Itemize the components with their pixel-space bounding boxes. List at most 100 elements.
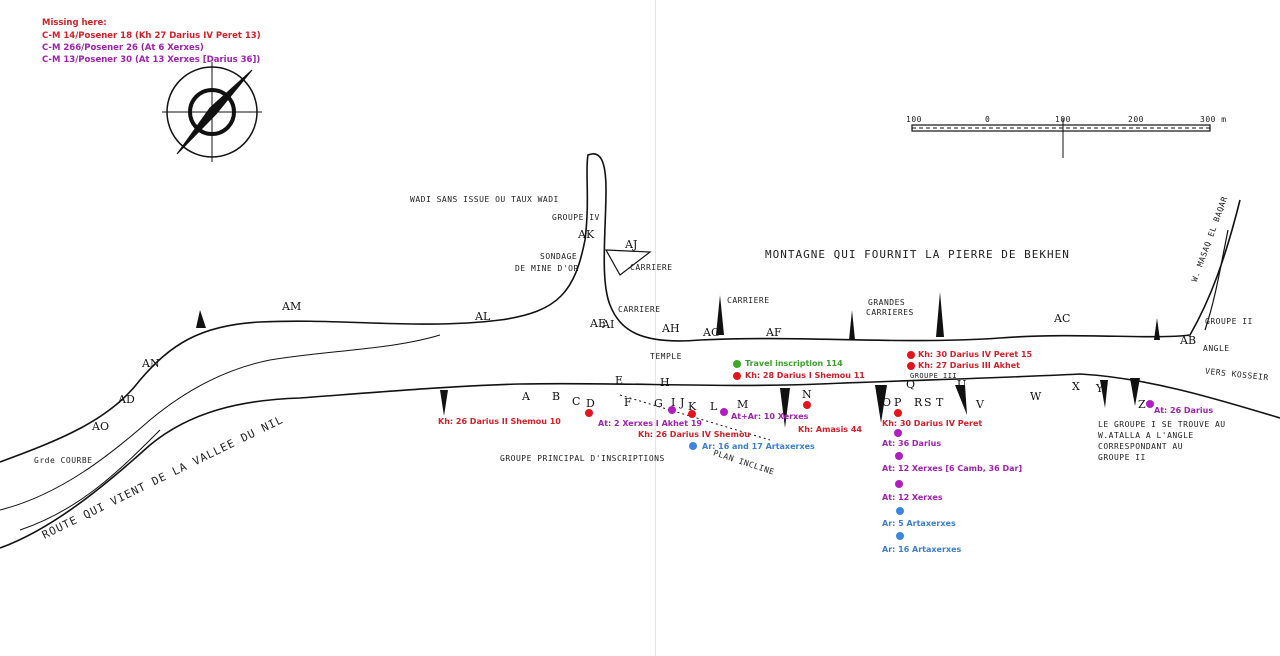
inscription-label: At: 12 Xerxes bbox=[882, 493, 943, 502]
site-letter: J bbox=[680, 396, 685, 409]
scale-tick: 100 bbox=[1055, 115, 1071, 124]
site-letter: F bbox=[624, 396, 632, 409]
inscription-label: At: 36 Darius bbox=[882, 439, 942, 448]
site-letter: O bbox=[882, 396, 892, 409]
inscription-marker bbox=[668, 406, 676, 414]
inscription-label: Kh: 26 Darius II Shemou 10 bbox=[438, 417, 561, 426]
label-sondage: SONDAGE bbox=[540, 252, 578, 261]
site-letter: C bbox=[572, 395, 581, 408]
road-line bbox=[0, 334, 441, 511]
missing-note-item: C-M 266/Posener 26 (At 6 Xerxes) bbox=[42, 43, 204, 53]
label-groupe-ii: GROUPE II bbox=[1205, 317, 1253, 326]
site-letter: AO bbox=[92, 420, 109, 433]
inscription-marker bbox=[733, 372, 741, 380]
site-letter: T bbox=[936, 396, 944, 409]
inscription-marker bbox=[896, 507, 904, 515]
label-temple: TEMPLE bbox=[650, 352, 682, 361]
inscription-marker bbox=[896, 532, 904, 540]
inscription-label: Kh: 30 Darius IV Peret 15 bbox=[918, 350, 1033, 359]
site-letter: P bbox=[894, 396, 902, 409]
inscription-label: Ar: 16 Artaxerxes bbox=[882, 545, 962, 554]
inscription-marker bbox=[907, 351, 915, 359]
site-letter: AD bbox=[118, 393, 135, 406]
south-bank bbox=[0, 373, 1280, 549]
scale-tick: 100 bbox=[906, 115, 922, 124]
site-letter: AL bbox=[475, 310, 491, 323]
inscription-marker bbox=[907, 362, 915, 370]
site-letter: Z bbox=[1138, 398, 1146, 411]
inscription-label: Kh: 27 Darius III Akhet bbox=[918, 361, 1020, 370]
inscription-label: At: 12 Xerxes [6 Camb, 36 Dar] bbox=[882, 464, 1023, 473]
scale-tick: 200 bbox=[1128, 115, 1144, 124]
label-carrieres: CARRIERES bbox=[866, 308, 914, 317]
inscription-marker bbox=[895, 452, 903, 460]
inscription-marker bbox=[894, 409, 902, 417]
site-letter: AE bbox=[590, 317, 606, 330]
site-letter: AK bbox=[578, 228, 595, 241]
site-letter: D bbox=[586, 397, 595, 410]
site-letter: X bbox=[1072, 380, 1080, 393]
groupe-i-note-line: LE GROUPE I SE TROUVE AU bbox=[1098, 420, 1226, 429]
site-letter: I bbox=[671, 396, 676, 409]
label-grandes: GRANDES bbox=[868, 298, 906, 307]
wadi-branch bbox=[604, 249, 652, 276]
road-line-2 bbox=[19, 429, 161, 531]
label-angle: ANGLE bbox=[1203, 344, 1230, 353]
label-wadi-sans-issue: WADI SANS ISSUE OU TAUX WADI bbox=[410, 195, 559, 204]
label-carriere-i: CARRIERE bbox=[618, 305, 661, 314]
page-fold bbox=[655, 0, 656, 656]
site-letter: U bbox=[957, 378, 967, 391]
site-letter: B bbox=[552, 390, 561, 403]
label-carriere-f: CARRIERE bbox=[727, 296, 770, 305]
site-letter: N bbox=[802, 388, 812, 401]
site-letter: A bbox=[522, 390, 530, 403]
scale-tick: 300 m bbox=[1200, 115, 1227, 124]
inscription-marker bbox=[894, 429, 902, 437]
inscription-marker bbox=[733, 360, 741, 368]
groupe-i-note-line: CORRESPONDANT AU bbox=[1098, 442, 1184, 451]
inscription-label: Kh: 30 Darius IV Peret bbox=[882, 419, 983, 428]
groupe-i-note-line: W.ATALLA A L'ANGLE bbox=[1098, 431, 1194, 440]
site-letter: V bbox=[976, 398, 984, 411]
inscription-label: At: 26 Darius bbox=[1154, 406, 1214, 415]
site-letter: AG bbox=[703, 326, 720, 339]
site-letter: AH bbox=[662, 322, 680, 335]
label-groupe-iii: GROUPE III bbox=[910, 372, 958, 380]
site-letter: W bbox=[1030, 390, 1042, 403]
inscription-label: Travel inscription 114 bbox=[745, 359, 843, 368]
inscription-label: Kh: Amasis 44 bbox=[798, 425, 862, 434]
label-mine-dor: DE MINE D'OR bbox=[515, 264, 579, 273]
site-letter: M bbox=[737, 398, 749, 411]
label-carriere-j: CARRIERE bbox=[630, 263, 673, 272]
inscription-marker bbox=[689, 442, 697, 450]
scale-bar bbox=[911, 118, 1211, 158]
site-letter: Q bbox=[906, 378, 916, 391]
site-letter: AC bbox=[1054, 312, 1071, 325]
inscription-marker bbox=[895, 480, 903, 488]
plan-incline bbox=[619, 394, 771, 441]
inscription-marker bbox=[688, 410, 696, 418]
inscription-label: Ar: 5 Artaxerxes bbox=[882, 519, 956, 528]
inscription-marker bbox=[803, 401, 811, 409]
north-bank bbox=[0, 153, 1241, 463]
site-letter: G bbox=[654, 397, 663, 410]
inscription-label: At+Ar: 10 Xerxes bbox=[731, 412, 809, 421]
site-letter: AJ bbox=[625, 238, 638, 251]
inscription-marker bbox=[720, 408, 728, 416]
missing-note-heading: Missing here: bbox=[42, 18, 107, 28]
label-montagne: MONTAGNE QUI FOURNIT LA PIERRE DE BEKHEN bbox=[765, 248, 1070, 261]
inscription-label: Kh: 26 Darius IV Shemou bbox=[638, 430, 751, 439]
site-letter: AN bbox=[142, 357, 160, 370]
label-groupe-iv: GROUPE IV bbox=[552, 213, 600, 222]
inscription-label: Kh: 28 Darius I Shemou 11 bbox=[745, 371, 865, 380]
missing-note-item: C-M 14/Posener 18 (Kh 27 Darius IV Peret… bbox=[42, 31, 261, 41]
compass-rose-icon bbox=[162, 62, 262, 162]
site-letter: S bbox=[924, 396, 932, 409]
missing-note-item: C-M 13/Posener 30 (At 13 Xerxes [Darius … bbox=[42, 55, 261, 65]
site-letter: AI bbox=[602, 318, 615, 331]
site-letter: AM bbox=[282, 300, 302, 313]
groupe-i-note-line: GROUPE II bbox=[1098, 453, 1146, 462]
inscription-marker bbox=[585, 409, 593, 417]
site-letter: K bbox=[688, 400, 697, 413]
